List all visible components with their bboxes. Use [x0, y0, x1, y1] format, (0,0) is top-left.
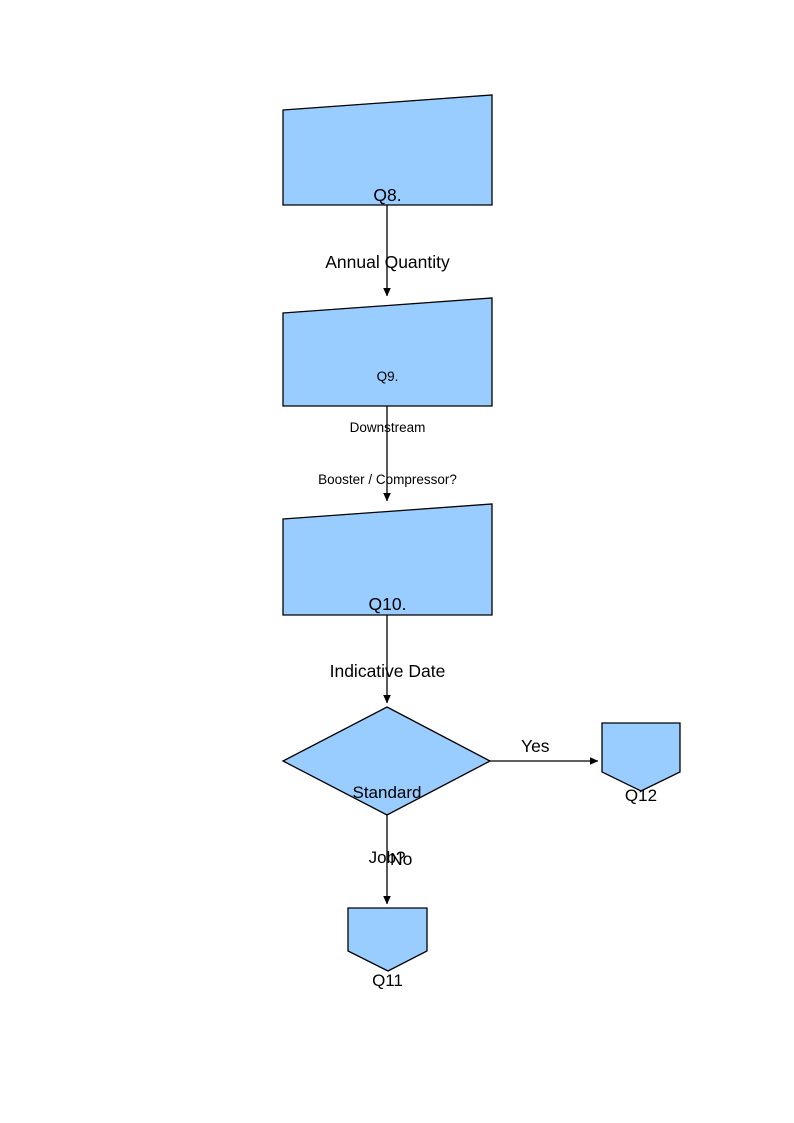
node-decision-shape[interactable]	[281, 706, 492, 816]
node-q8-shape[interactable]	[282, 94, 493, 206]
node-q10-shape[interactable]	[282, 503, 493, 616]
node-q11-shape[interactable]	[347, 907, 428, 972]
node-q9-shape[interactable]	[282, 297, 493, 407]
node-q12-shape[interactable]	[601, 722, 681, 792]
